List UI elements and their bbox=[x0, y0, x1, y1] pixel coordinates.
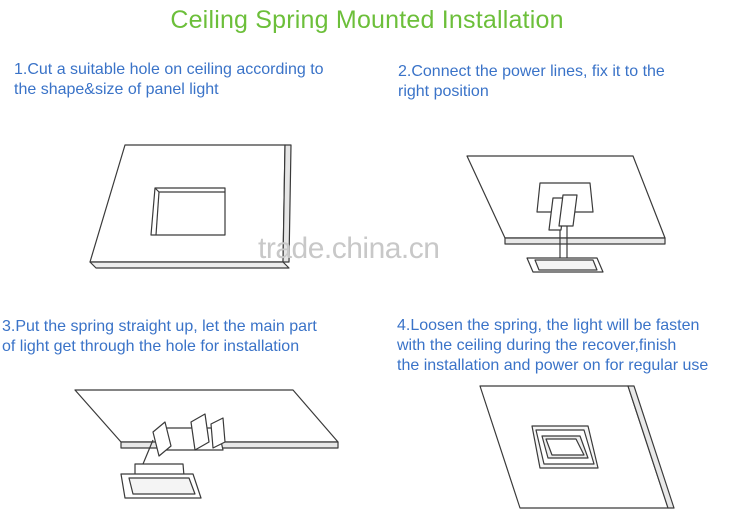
step-4-text: 4.Loosen the spring, the light will be f… bbox=[397, 317, 709, 374]
step-4-illustration bbox=[479, 385, 675, 509]
step-2-illustration bbox=[466, 155, 666, 273]
step-3-text: 3.Put the spring straight up, let the ma… bbox=[2, 318, 317, 355]
step-3-illustration bbox=[74, 389, 339, 499]
step-2-text: 2.Connect the power lines, fix it to the… bbox=[398, 63, 665, 100]
step-1-text: 1.Cut a suitable hole on ceiling accordi… bbox=[14, 61, 324, 98]
watermark-text: trade.china.cn bbox=[258, 232, 440, 265]
step-1-illustration bbox=[89, 144, 292, 269]
page-title: Ceiling Spring Mounted Installation bbox=[170, 6, 564, 34]
